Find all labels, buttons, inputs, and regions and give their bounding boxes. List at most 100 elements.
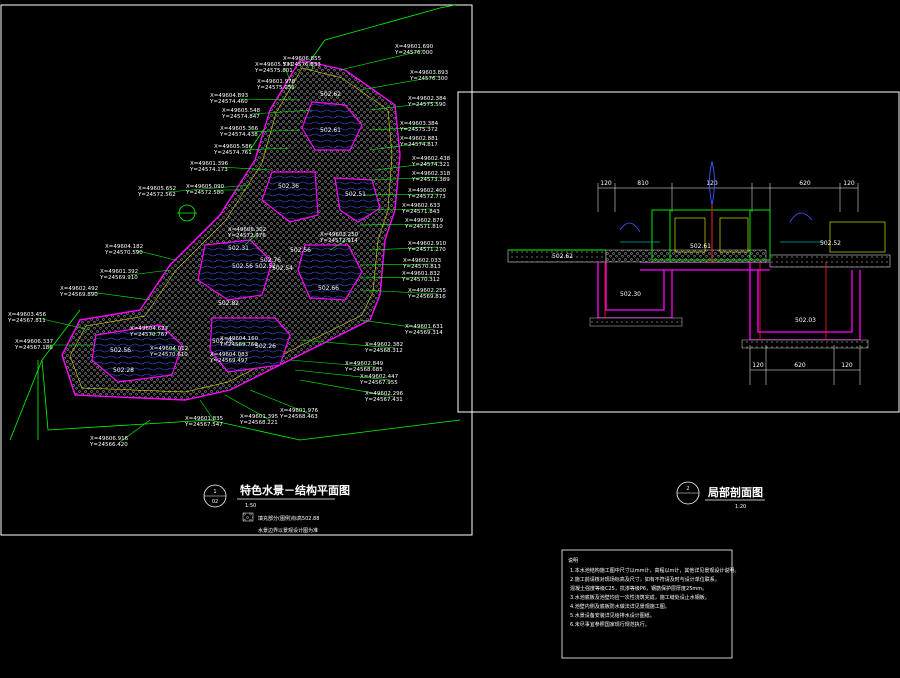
plan-sheet: 02 — [212, 499, 218, 505]
coordinate-x: X=49602.318 — [412, 171, 451, 177]
dimension-label: 120 — [600, 180, 612, 187]
leader-line — [359, 263, 434, 266]
leader-line — [359, 75, 441, 91]
plan-title-block: 1 02 特色水景－结构平面图 1:50 填充部分(图例)标高502.88 水景… — [203, 483, 350, 534]
coordinate-y: Y=24574.460 — [209, 99, 248, 105]
note-line: 6.未尽事宜参照国家现行规范执行。 — [570, 621, 650, 628]
coordinate-x: X=49601.690 — [395, 44, 434, 50]
coordinate-x: X=49601.392 — [100, 269, 138, 275]
coordinate-x: X=49604.893 — [210, 93, 249, 99]
coordinate-y: Y=24570.312 — [401, 277, 440, 283]
coordinate-y: Y=24569.890 — [59, 292, 98, 298]
feature-inner-edge — [69, 67, 393, 393]
section-marker — [177, 204, 197, 222]
coordinate-y: Y=24576.633 — [282, 62, 321, 68]
leader-line — [219, 166, 271, 171]
coordinate-x: X=49602.033 — [403, 258, 442, 264]
coordinate-x: X=49602.492 — [60, 286, 98, 292]
coordinate-x: X=49606.916 — [90, 436, 129, 442]
leader-line — [294, 369, 391, 381]
pool-structure — [597, 261, 861, 341]
coordinate-y: Y=24574.847 — [221, 114, 260, 120]
coordinate-x: X=49606.302 — [228, 227, 266, 233]
note-line: 2.施工前请核对现场标高及尺寸，如有不符请及时与设计单位联系。 — [570, 576, 720, 583]
section-number: 2 — [686, 486, 689, 492]
pond-level: 502.82 — [218, 300, 239, 307]
coordinate-labels: X=49605.531Y=24575.801X=49606.855Y=24576… — [7, 44, 451, 448]
leader-line — [339, 49, 426, 71]
coordinate-y: Y=24570.610 — [149, 352, 188, 358]
pond-level: 502.76 — [260, 257, 281, 264]
leader-line — [224, 394, 271, 421]
leader-line — [289, 359, 376, 368]
coordinate-leaders — [37, 49, 443, 443]
coordinate-y: Y=24569.314 — [404, 330, 443, 336]
leader-line — [359, 276, 433, 279]
legend-note-2: 水景边界以景观设计图为准 — [258, 527, 318, 534]
coordinate-x: X=49603.456 — [8, 312, 47, 318]
coordinate-x: X=49603.250 — [320, 232, 359, 238]
coordinate-y: Y=24568.685 — [344, 367, 383, 373]
pond-level: 502.28 — [113, 367, 134, 374]
plan-number: 1 — [213, 489, 216, 495]
pond-level-labels: 502.62502.61502.36502.51502.66502.31502.… — [110, 91, 366, 374]
dimension-label: 620 — [794, 362, 806, 369]
coordinate-y: Y=24572.562 — [137, 192, 176, 198]
coordinate-x: X=49601.978 — [257, 79, 296, 85]
coordinate-x: X=49602.910 — [408, 241, 447, 247]
notes-frame — [561, 549, 733, 659]
coordinate-y: Y=24574.173 — [189, 167, 228, 173]
coordinate-x: X=49602.400 — [408, 188, 447, 194]
leader-line — [251, 109, 313, 115]
coordinate-y: Y=24569.816 — [407, 294, 446, 300]
leader-line — [249, 129, 301, 133]
leader-line — [374, 161, 443, 171]
pond-level: 502.26 — [255, 343, 276, 350]
section-dims-bottom — [749, 345, 861, 385]
coordinate-x: X=49605.548 — [222, 108, 261, 114]
leader-line — [299, 339, 396, 349]
section-level-1: 502.61 — [690, 243, 711, 250]
section-level-2: 502.62 — [552, 253, 573, 260]
coordinate-y: Y=24568.463 — [279, 414, 318, 420]
coordinate-y: Y=24569.760 — [219, 342, 258, 348]
leader-line — [369, 101, 439, 111]
pond-3 — [334, 177, 381, 223]
coordinate-x: X=49601.976 — [280, 408, 319, 414]
section-level-3: 502.30 — [620, 291, 641, 298]
legend-note-1: 填充部分(图例)标高502.88 — [258, 515, 319, 522]
coordinate-x: X=49602.382 — [365, 342, 403, 348]
coordinate-y: Y=24575.051 — [256, 85, 295, 91]
coordinate-x: X=49601.395 — [240, 414, 279, 420]
pond-6 — [209, 317, 291, 373]
coordinate-x: X=49603.384 — [400, 121, 439, 127]
plan-frame — [0, 4, 473, 536]
leader-line — [244, 232, 259, 246]
coordinate-x: X=49602.447 — [360, 374, 399, 380]
basin-fill-left — [674, 217, 706, 253]
coordinate-x: X=49602.849 — [345, 361, 384, 367]
pond-level: 502.66 — [318, 285, 339, 292]
note-line: 4.池壁内侧及底板防水做法详见景观施工图。 — [570, 603, 670, 610]
coordinate-y: Y=24568.221 — [239, 420, 278, 426]
coordinate-x: X=49605.586 — [214, 144, 253, 150]
coordinate-y: Y=24567.811 — [7, 318, 46, 324]
coordinate-x: X=49604.160 — [220, 336, 259, 342]
leader-line — [234, 341, 251, 346]
coordinate-y: Y=24567.186 — [14, 345, 53, 351]
dimension-label: 120 — [841, 362, 853, 369]
coordinate-y: Y=24574.761 — [213, 150, 252, 156]
coordinate-y: Y=24576.300 — [409, 76, 448, 82]
upper-basin — [651, 209, 771, 261]
coordinate-x: X=49605.090 — [186, 184, 225, 190]
leader-line — [286, 84, 297, 89]
coordinate-y: Y=24568.312 — [364, 348, 403, 354]
coordinate-x: X=49601.835 — [185, 416, 224, 422]
base-slab-right — [741, 339, 869, 349]
pond-level: 502.56 — [110, 347, 131, 354]
coordinate-y: Y=24575.801 — [254, 68, 293, 74]
drain-pipes — [604, 262, 827, 340]
